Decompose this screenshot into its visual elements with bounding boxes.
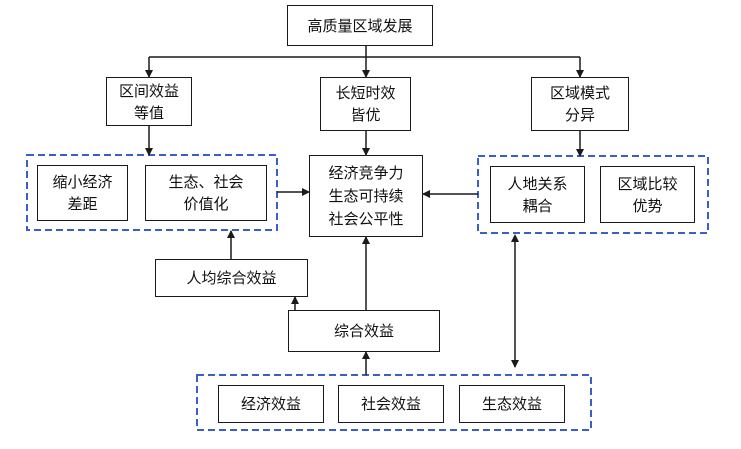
- node-interval-benefit-equal: 区间效益 等值: [106, 77, 192, 126]
- node-human-land-coupling: 人地关系 耦合: [490, 166, 585, 223]
- node-ecological-benefit: 生态效益: [459, 385, 565, 423]
- node-long-short-term: 长短时效 皆优: [320, 77, 411, 131]
- node-narrow-economic-gap: 缩小经济 差距: [37, 165, 128, 221]
- node-high-quality-development: 高质量区域发展: [287, 5, 433, 46]
- node-social-benefit: 社会效益: [338, 385, 444, 423]
- node-regional-mode-differentiation: 区域模式 分异: [531, 77, 629, 131]
- node-per-capita-benefit: 人均综合效益: [155, 259, 308, 297]
- node-regional-comparative-advantage: 区域比较 优势: [600, 166, 695, 223]
- node-economic-benefit: 经济效益: [218, 385, 324, 423]
- node-comprehensive-benefit: 综合效益: [288, 310, 440, 352]
- node-eco-social-valuation: 生态、社会 价值化: [145, 165, 267, 221]
- node-core-goals: 经济竞争力 生态可持续 社会公平性: [309, 155, 423, 237]
